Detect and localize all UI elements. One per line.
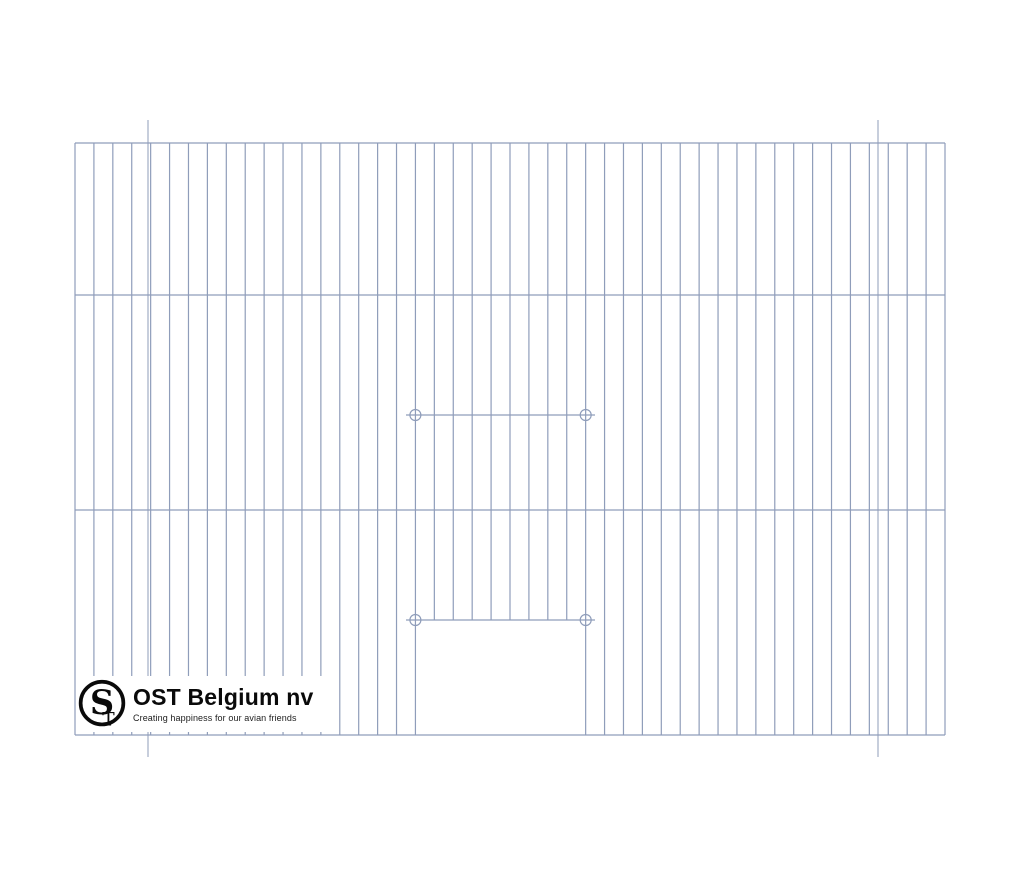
sliding-door [406,408,595,627]
logo-circle-o [78,679,126,727]
logo-letter-s: S [90,683,114,722]
guide-lines [147,120,879,757]
logo-letter-t: T [102,709,115,730]
brand-text: OST Belgium nv Creating happiness for ou… [133,685,313,722]
brand-block: S T OST Belgium nv Creating happiness fo… [76,676,324,732]
brand-tagline: Creating happiness for our avian friends [133,712,297,723]
brand-name: OST Belgium nv [133,684,314,711]
ost-logo-icon: S T [78,679,126,730]
wire-grid [74,142,946,736]
